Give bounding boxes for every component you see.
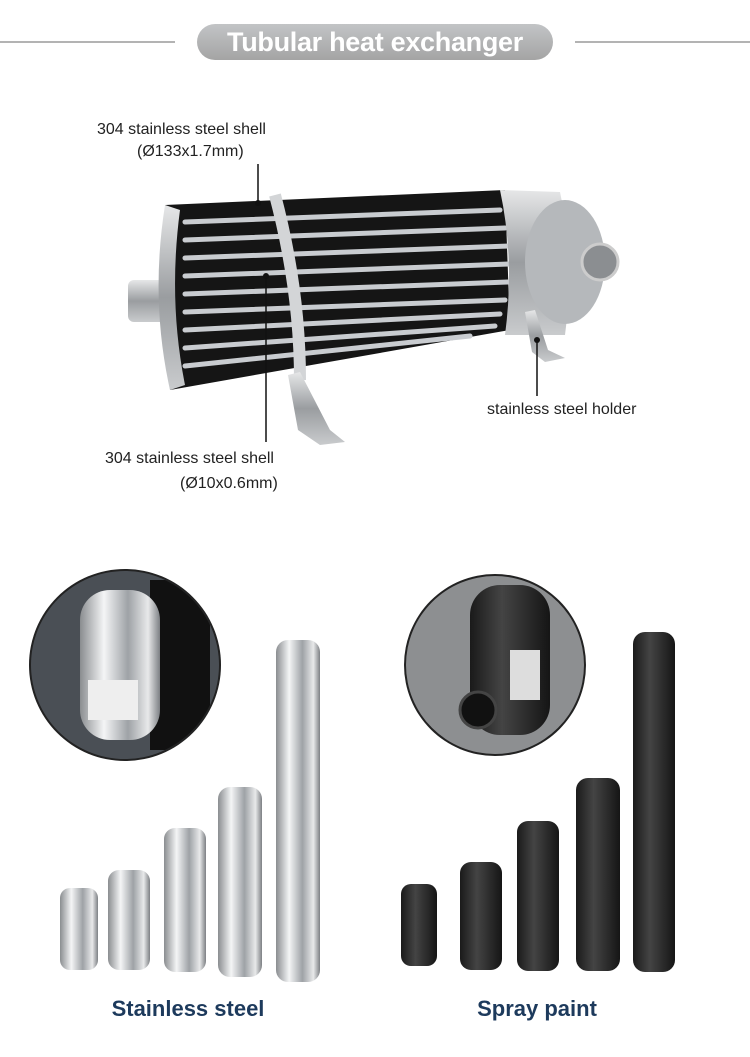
tube-leader-dot bbox=[263, 273, 269, 279]
header-rule-right bbox=[575, 41, 750, 43]
caption-spray-paint: Spray paint bbox=[477, 996, 597, 1021]
stainless-closeup bbox=[29, 569, 221, 761]
tube-spec: (Ø10x0.6mm) bbox=[180, 475, 278, 492]
tube-label: 304 stainless steel shell bbox=[105, 450, 274, 467]
stainless-units bbox=[60, 640, 320, 982]
section-title: Tubular heat exchanger bbox=[197, 24, 553, 60]
shell-leader-dot bbox=[255, 200, 261, 206]
holder-label: stainless steel holder bbox=[487, 401, 637, 418]
heat-exchanger-cutaway bbox=[128, 190, 620, 445]
shell-spec: (Ø133x1.7mm) bbox=[137, 143, 244, 160]
caption-stainless-steel: Stainless steel bbox=[111, 996, 265, 1021]
header-rule-left bbox=[0, 41, 175, 43]
painted-closeup bbox=[404, 574, 586, 756]
shell-label: 304 stainless steel shell bbox=[97, 121, 266, 138]
painted-units bbox=[401, 632, 675, 972]
holder-leader-dot bbox=[534, 337, 540, 343]
